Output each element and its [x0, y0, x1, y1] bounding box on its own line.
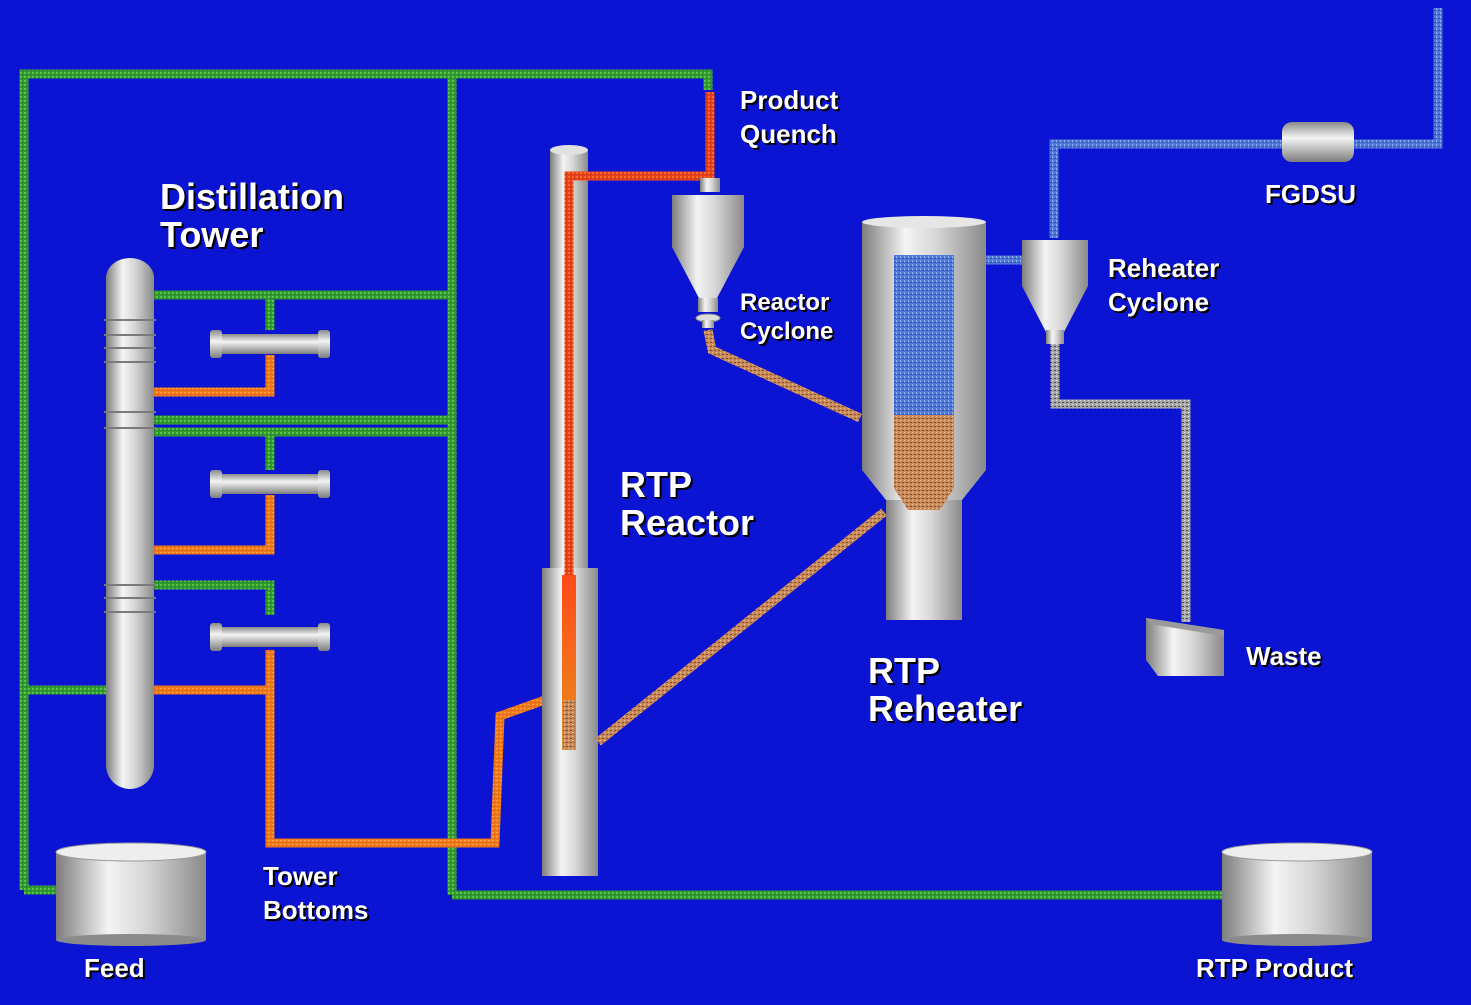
- product-quench-label: Product Quench: [740, 84, 838, 152]
- rtp-product-label: RTP Product: [1196, 953, 1353, 983]
- reactor-cyclone-label-line2: Cyclone: [740, 318, 834, 346]
- waste-bin: [1146, 618, 1224, 676]
- rtp-reheater-label: RTP Reheater: [868, 652, 1022, 728]
- feed-label: Feed: [84, 953, 145, 983]
- heat-exchanger-1: [210, 330, 330, 358]
- feed-tank: [55, 842, 207, 946]
- fgdsu-unit: [1282, 122, 1354, 162]
- tower-bottoms-label: Tower Bottoms: [263, 860, 368, 928]
- reheater-cyclone-label-line1: Reheater: [1108, 253, 1220, 283]
- rtp-reactor-label: RTP Reactor: [620, 466, 754, 542]
- reheater-cyclone-label-line2: Cyclone: [1108, 286, 1210, 317]
- tower-bottoms-label-line1: Tower: [263, 861, 338, 891]
- fgdsu-label: FGDSU: [1265, 179, 1356, 209]
- flue-gas-lines: [986, 8, 1443, 265]
- distillation-tower-label: Distillation Tower: [160, 178, 344, 254]
- waste-label: Waste: [1246, 641, 1322, 671]
- rtp-product-tank: [1221, 842, 1373, 946]
- reactor-cyclone: [672, 178, 744, 328]
- tower-bottoms-lines: [150, 355, 547, 848]
- rtp-reheater: [862, 216, 986, 620]
- hot-vapour-line: [564, 92, 715, 575]
- heat-exchanger-3: [210, 623, 330, 651]
- feed-lines: [19, 69, 1222, 900]
- tower-bottoms-label-line2: Bottoms: [263, 894, 369, 925]
- distillation-tower-label-line2: Tower: [160, 213, 264, 255]
- product-quench-label-line1: Product: [740, 85, 839, 115]
- rtp-reheater-label-line2: Reheater: [868, 687, 1023, 729]
- rtp-reactor-label-line1: RTP: [620, 464, 692, 505]
- reactor-cyclone-label-line1: Reactor: [740, 289, 830, 316]
- distillation-tower-label-line1: Distillation: [160, 176, 345, 217]
- reactor-cyclone-label: Reactor Cyclone: [740, 288, 833, 347]
- heat-exchanger-2: [210, 470, 330, 498]
- sand-transfer-lines: [595, 329, 887, 746]
- distillation-tower: [104, 258, 156, 789]
- rtp-reactor-label-line2: Reactor: [620, 501, 755, 543]
- reheater-cyclone-label: Reheater Cyclone: [1108, 252, 1219, 320]
- rtp-reheater-label-line1: RTP: [868, 650, 940, 691]
- ash-line: [1050, 344, 1191, 622]
- reheater-cyclone: [1022, 240, 1088, 344]
- product-quench-label-line2: Quench: [740, 118, 837, 149]
- heat-exchangers: [210, 330, 330, 651]
